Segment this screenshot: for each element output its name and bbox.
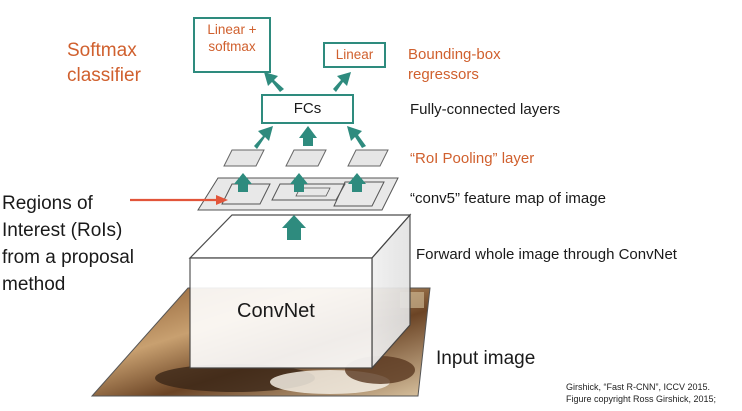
arrow-up-icon — [290, 173, 308, 192]
input-image-label: Input image — [436, 348, 536, 369]
regions-line3: from a proposal — [2, 247, 135, 268]
linear-softmax-line2: softmax — [208, 39, 256, 54]
linear-box: Linear — [323, 42, 386, 68]
arrow-up-icon — [333, 72, 351, 92]
softmax-classifier-line1: Softmax — [67, 40, 137, 61]
roi-pooled-features — [223, 149, 389, 167]
arrow-up-icon — [348, 173, 366, 192]
bbox-regressors-line1: Bounding-box — [408, 46, 501, 63]
roi-pointer-arrow — [130, 195, 228, 205]
regions-label: Regions of Interest (RoIs) from a propos… — [2, 190, 134, 298]
citation-line2: Figure copyright Ross Girshick, 2015; — [566, 394, 717, 404]
regions-line2: Interest (RoIs) — [2, 220, 123, 241]
arrow-up-icon — [347, 126, 366, 148]
arrow-up-icon — [254, 126, 273, 149]
flow-arrows — [234, 72, 366, 240]
arrow-up-icon — [264, 72, 284, 92]
arrow-up-icon — [282, 215, 306, 240]
regions-line4: method — [2, 274, 66, 295]
roi-pooling-label: “RoI Pooling” layer — [410, 150, 535, 167]
arrow-up-icon — [234, 173, 252, 192]
linear-softmax-line1: Linear + — [207, 22, 257, 37]
conv5-label: “conv5” feature map of image — [410, 190, 606, 207]
citation: Girshick, “Fast R-CNN”, ICCV 2015. Figur… — [566, 381, 716, 405]
regions-line1: Regions of — [2, 193, 93, 214]
softmax-classifier-line2: classifier — [67, 65, 141, 86]
fcs-label: FCs — [293, 100, 322, 117]
softmax-classifier-label: Softmax classifier — [67, 38, 141, 88]
arrow-up-icon — [299, 126, 317, 146]
bbox-regressors-line2: regressors — [408, 66, 479, 83]
convnet-box — [188, 213, 412, 370]
linear-softmax-box: Linear + softmax — [193, 17, 271, 73]
convnet-label: ConvNet — [237, 300, 315, 322]
linear-label: Linear — [335, 47, 374, 62]
fully-connected-label: Fully-connected layers — [410, 101, 561, 118]
forward-label: Forward whole image through ConvNet — [416, 246, 677, 263]
citation-line1: Girshick, “Fast R-CNN”, ICCV 2015. — [566, 382, 711, 392]
bbox-regressors-label: Bounding-box regressors — [408, 45, 501, 85]
fcs-box: FCs — [261, 94, 354, 124]
